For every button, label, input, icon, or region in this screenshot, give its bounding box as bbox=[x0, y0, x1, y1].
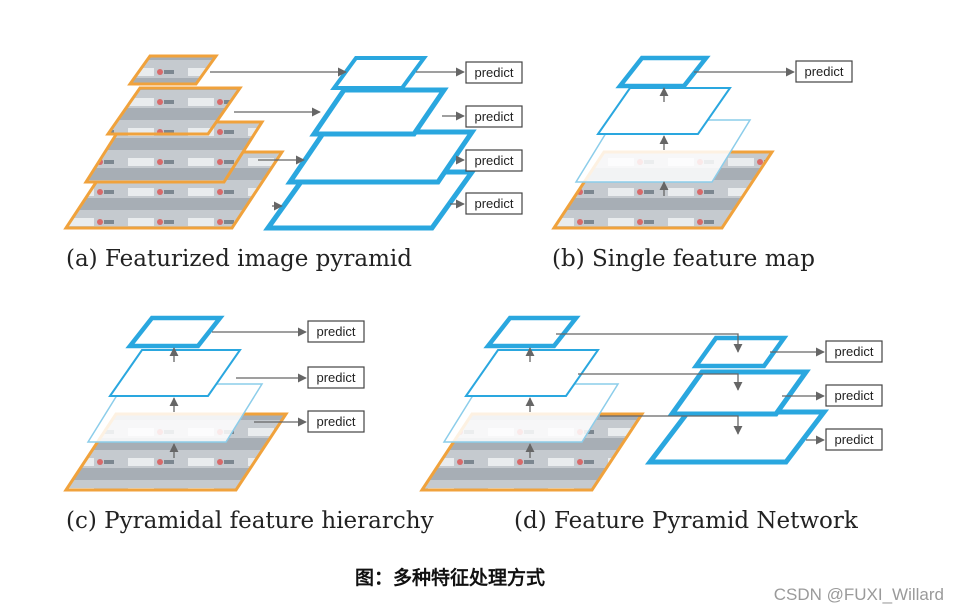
predict-box-d3: predict bbox=[825, 428, 883, 451]
feature-map-4 bbox=[263, 169, 477, 231]
panel-c: predict predict predict (c) Pyramidal fe… bbox=[63, 315, 434, 534]
svg-text:predict: predict bbox=[804, 64, 843, 79]
image-level-3 bbox=[83, 120, 265, 184]
predict-box-d1: predict bbox=[825, 340, 883, 363]
feature-map-3 bbox=[285, 129, 477, 185]
svg-text:predict: predict bbox=[474, 153, 513, 168]
panel-b-caption: (b) Single feature map bbox=[552, 246, 815, 272]
svg-text:predict: predict bbox=[834, 432, 873, 447]
panel-a: predict predict predict predict (a) Feat… bbox=[63, 54, 523, 272]
image-level-1 bbox=[127, 54, 219, 86]
svg-text:predict: predict bbox=[316, 370, 355, 385]
predict-box-a4: predict bbox=[465, 192, 523, 215]
bottom-up-layer-3 bbox=[442, 383, 620, 443]
lateral-arrow-3 bbox=[600, 415, 743, 435]
top-down-layer-2 bbox=[667, 369, 811, 417]
panel-c-caption: (c) Pyramidal feature hierarchy bbox=[66, 508, 434, 534]
top-down-layer-3 bbox=[644, 409, 830, 465]
svg-text:predict: predict bbox=[834, 388, 873, 403]
svg-text:predict: predict bbox=[316, 414, 355, 429]
lateral-arrow-2 bbox=[578, 373, 743, 391]
feature-map-1 bbox=[330, 56, 428, 90]
lateral-arrow-1 bbox=[556, 333, 743, 353]
image-level-2 bbox=[105, 86, 243, 136]
panel-b: predict (b) Single feature map bbox=[551, 55, 853, 272]
predict-box-a2: predict bbox=[465, 105, 523, 128]
svg-text:predict: predict bbox=[474, 196, 513, 211]
panel-a-caption: (a) Featurized image pyramid bbox=[66, 246, 412, 272]
figure-title: 图：多种特征处理方式 bbox=[355, 566, 545, 589]
svg-text:predict: predict bbox=[316, 324, 355, 339]
feature-layer-3 bbox=[86, 383, 264, 443]
predict-box-c3: predict bbox=[307, 410, 365, 433]
predict-box-d2: predict bbox=[825, 384, 883, 407]
svg-text:predict: predict bbox=[474, 109, 513, 124]
feature-layer-1 bbox=[125, 315, 225, 349]
feature-layer-2 bbox=[596, 87, 732, 135]
bottom-up-layer-2 bbox=[464, 349, 600, 397]
feature-map-2 bbox=[309, 87, 449, 137]
watermark: CSDN @FUXI_Willard bbox=[774, 585, 944, 604]
bottom-up-layer-1 bbox=[483, 315, 581, 349]
predict-box-c2: predict bbox=[307, 366, 365, 389]
predict-box-c1: predict bbox=[307, 320, 365, 343]
feature-layer-1 bbox=[615, 55, 711, 89]
svg-text:predict: predict bbox=[834, 344, 873, 359]
predict-box-b1: predict bbox=[795, 60, 853, 83]
panel-d-caption: (d) Feature Pyramid Network bbox=[514, 508, 859, 534]
panel-d: predict predict predict (d) Feature Pyra… bbox=[419, 315, 883, 534]
feature-layer-2 bbox=[108, 349, 242, 397]
predict-box-a3: predict bbox=[465, 149, 523, 172]
predict-box-a1: predict bbox=[465, 61, 523, 84]
svg-text:predict: predict bbox=[474, 65, 513, 80]
